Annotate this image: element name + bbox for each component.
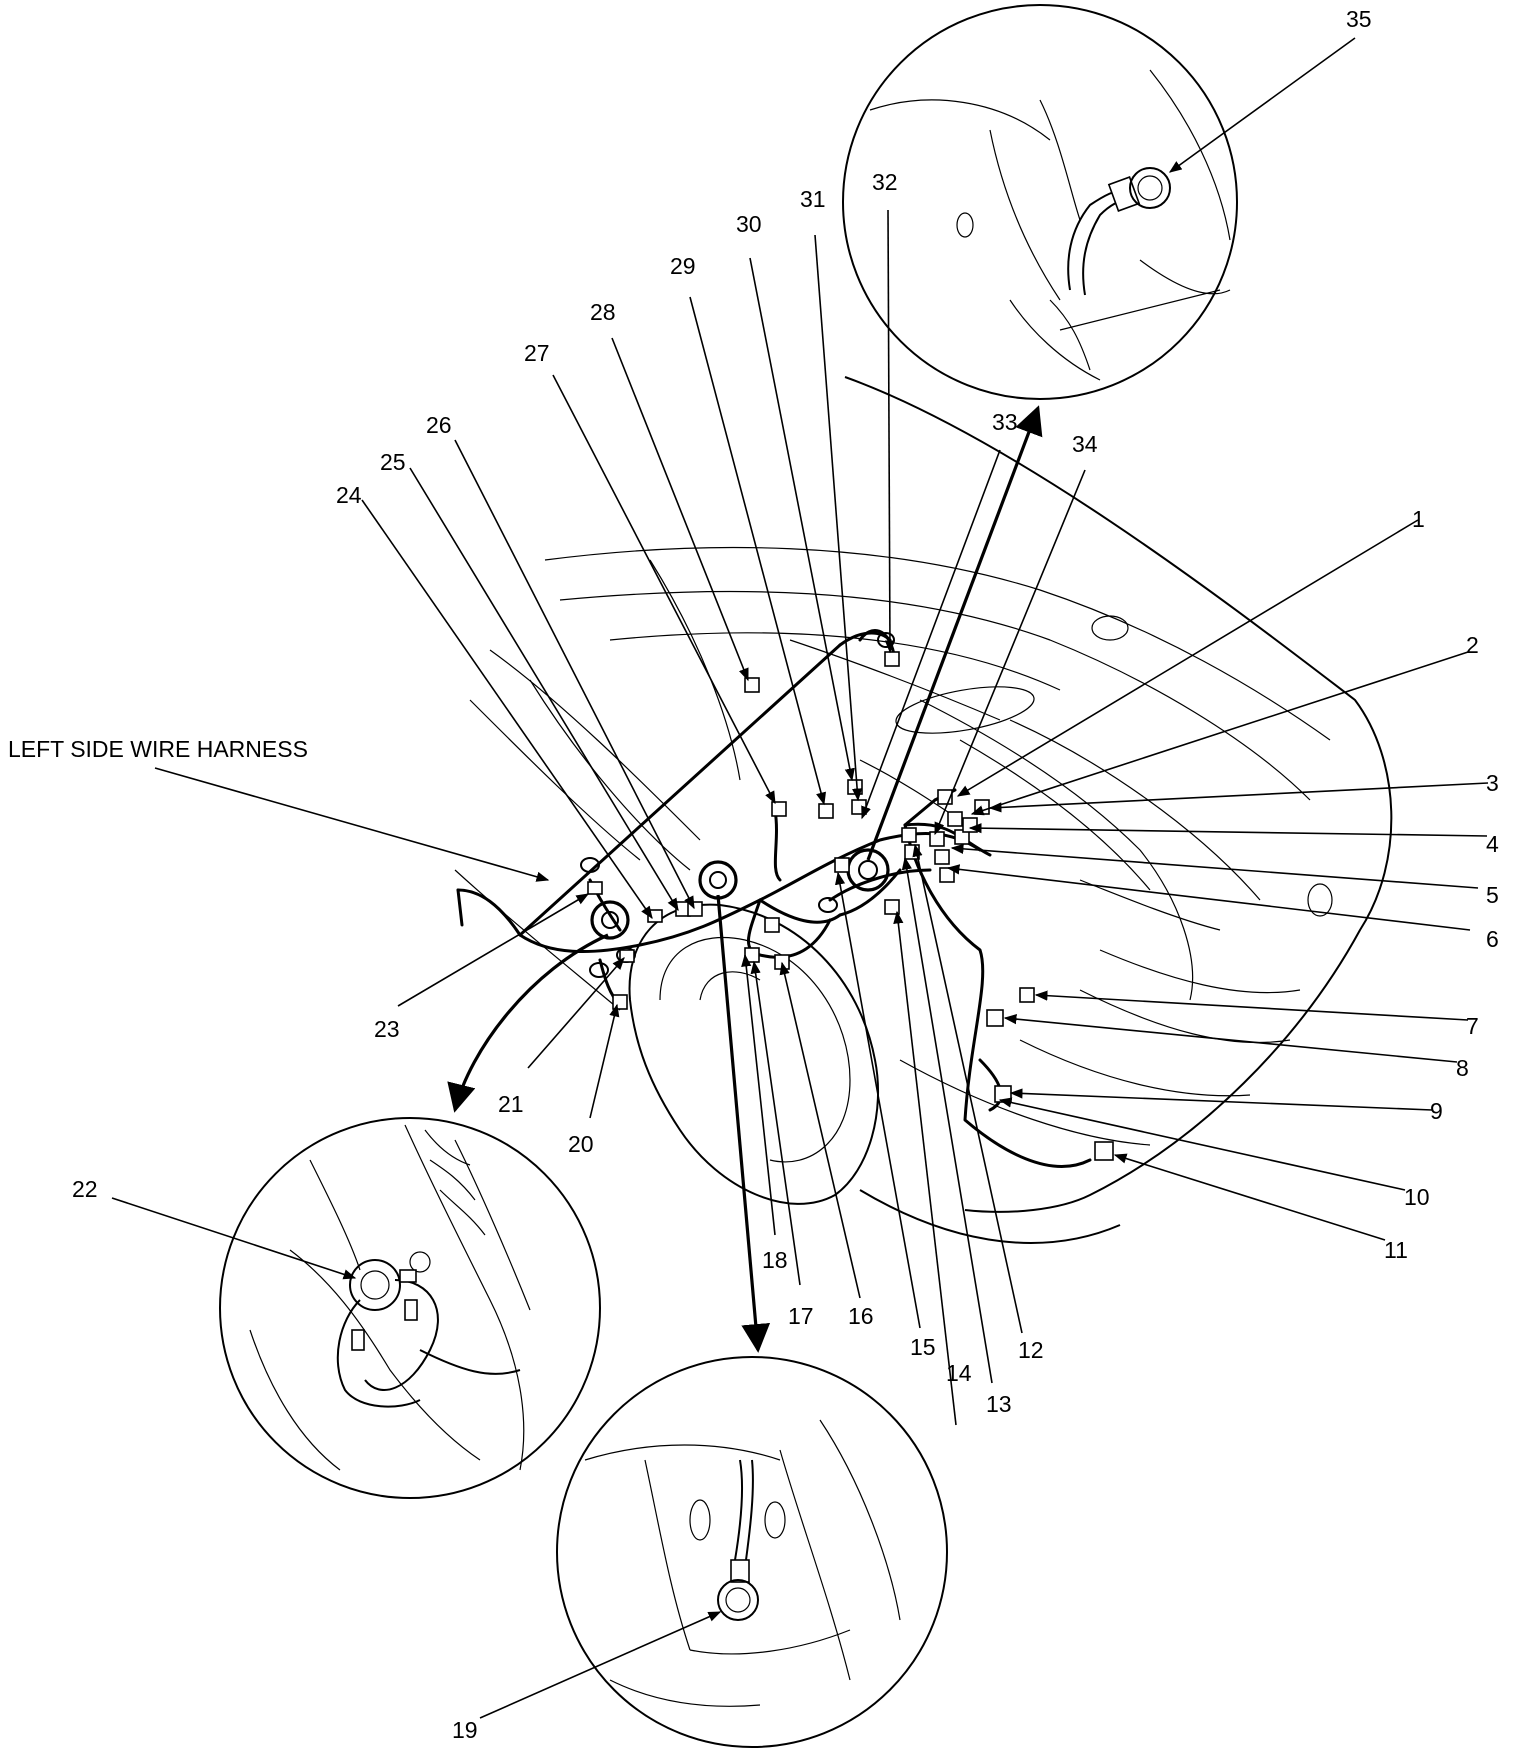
callout-35: 35 — [1346, 6, 1372, 32]
callout-30: 30 — [736, 211, 762, 237]
callout-9: 9 — [1430, 1098, 1443, 1124]
callout-33: 33 — [992, 409, 1018, 435]
callout-3: 3 — [1486, 770, 1499, 796]
labels: LEFT SIDE WIRE HARNESS 1 2 3 4 5 6 7 8 9… — [8, 6, 1499, 1743]
callout-7: 7 — [1466, 1013, 1479, 1039]
detail-circle-35 — [842, 4, 1238, 400]
callout-25: 25 — [380, 449, 406, 475]
callout-29: 29 — [670, 253, 696, 279]
callout-16: 16 — [848, 1303, 874, 1329]
callout-18: 18 — [762, 1247, 788, 1273]
callout-22: 22 — [72, 1176, 98, 1202]
callout-17: 17 — [788, 1303, 814, 1329]
callout-13: 13 — [986, 1391, 1012, 1417]
callout-1: 1 — [1412, 506, 1425, 532]
callout-19: 19 — [452, 1717, 478, 1743]
callout-14: 14 — [946, 1360, 972, 1386]
callout-20: 20 — [568, 1131, 594, 1157]
callout-4: 4 — [1486, 831, 1499, 857]
callout-10: 10 — [1404, 1184, 1430, 1210]
callout-21: 21 — [498, 1091, 524, 1117]
leader-lines — [111, 37, 1489, 1719]
callout-31: 31 — [800, 186, 826, 212]
callout-23: 23 — [374, 1016, 400, 1042]
callout-27: 27 — [524, 340, 550, 366]
callout-11: 11 — [1384, 1237, 1408, 1263]
callout-2: 2 — [1466, 632, 1479, 658]
callout-34: 34 — [1072, 431, 1098, 457]
harness-label: LEFT SIDE WIRE HARNESS — [8, 736, 308, 762]
detail-arrows — [447, 405, 1043, 1353]
callout-5: 5 — [1486, 882, 1499, 908]
callout-15: 15 — [910, 1334, 936, 1360]
callout-26: 26 — [426, 412, 452, 438]
detail-circle-19 — [556, 1356, 948, 1748]
detail-circle-22 — [219, 1117, 601, 1499]
callout-32: 32 — [872, 169, 898, 195]
callout-12: 12 — [1018, 1337, 1044, 1363]
callout-28: 28 — [590, 299, 616, 325]
callout-6: 6 — [1486, 926, 1499, 952]
callout-8: 8 — [1456, 1055, 1469, 1081]
callout-24: 24 — [336, 482, 362, 508]
